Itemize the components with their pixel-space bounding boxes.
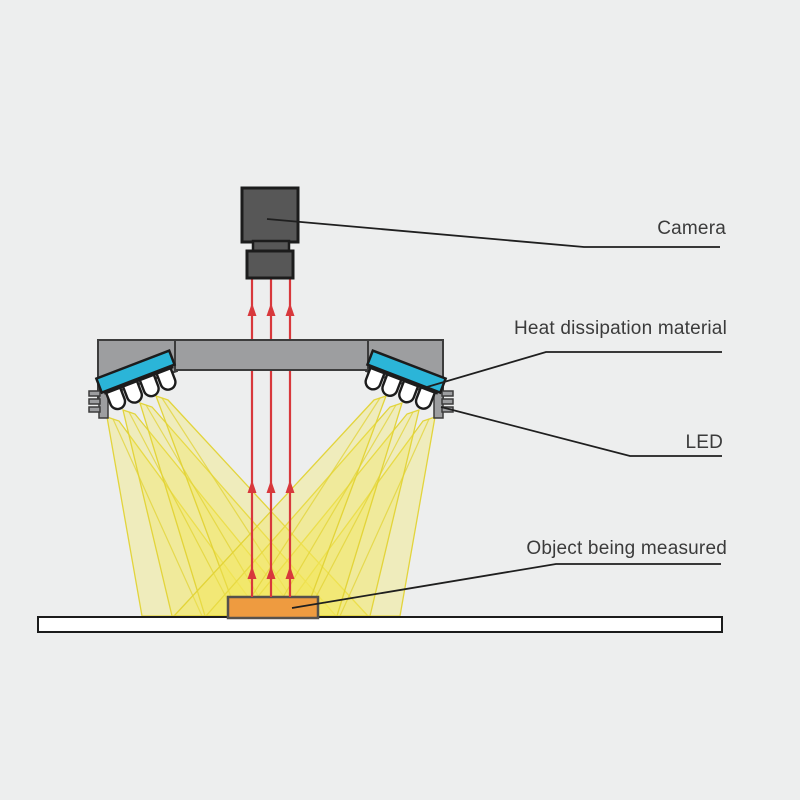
bracket-crossbar bbox=[174, 339, 369, 371]
led-bulb bbox=[381, 372, 403, 397]
arrowhead-up-icon bbox=[247, 303, 257, 316]
led-bulb bbox=[121, 379, 143, 404]
fin-tooth bbox=[88, 398, 101, 405]
label-camera: Camera bbox=[657, 218, 726, 239]
heatsink-fins-left bbox=[88, 386, 109, 419]
led-bulb bbox=[364, 366, 387, 391]
leader-line-led bbox=[440, 406, 722, 457]
led-bulb bbox=[398, 379, 420, 404]
led-module-right bbox=[364, 349, 448, 410]
reflected-rays bbox=[247, 279, 295, 597]
arrowhead-up-icon bbox=[285, 566, 295, 579]
measured-object bbox=[226, 595, 320, 620]
arrowhead-up-icon bbox=[266, 303, 276, 316]
led-bulb bbox=[104, 386, 127, 411]
fin-tooth bbox=[441, 390, 454, 397]
led-bulb bbox=[155, 366, 177, 391]
camera-body bbox=[240, 186, 300, 244]
light-ray bbox=[238, 397, 381, 617]
platform bbox=[37, 616, 723, 633]
label-object: Object being measured bbox=[526, 538, 727, 559]
light-ray bbox=[339, 418, 430, 617]
arrowhead-up-icon bbox=[285, 303, 295, 316]
camera-lens bbox=[245, 249, 295, 280]
light-ray bbox=[161, 397, 304, 617]
light-beam-right bbox=[172, 394, 436, 617]
arrowhead-up-icon bbox=[247, 480, 257, 493]
label-led: LED bbox=[685, 432, 723, 453]
fin-tooth bbox=[441, 398, 454, 405]
light-ray bbox=[305, 411, 414, 617]
arrowhead-up-icon bbox=[266, 566, 276, 579]
arrowhead-up-icon bbox=[266, 480, 276, 493]
light-ray bbox=[271, 404, 397, 617]
leader-line-object bbox=[291, 563, 721, 609]
leader-line-camera bbox=[266, 218, 720, 248]
label-heat-dissipation: Heat dissipation material bbox=[514, 318, 727, 339]
camera bbox=[240, 186, 300, 280]
led-bulb bbox=[414, 385, 437, 410]
light-ray bbox=[128, 411, 237, 617]
light-beam-left bbox=[106, 394, 370, 617]
led-bulb bbox=[138, 373, 160, 398]
arrowhead-up-icon bbox=[247, 566, 257, 579]
light-ray bbox=[112, 418, 203, 617]
leader-line-heat bbox=[426, 351, 722, 388]
light-ray bbox=[145, 404, 271, 617]
fin-tooth bbox=[88, 390, 101, 397]
arrowhead-up-icon bbox=[285, 480, 295, 493]
led-module-left bbox=[94, 349, 177, 411]
fin-tooth bbox=[88, 406, 101, 413]
